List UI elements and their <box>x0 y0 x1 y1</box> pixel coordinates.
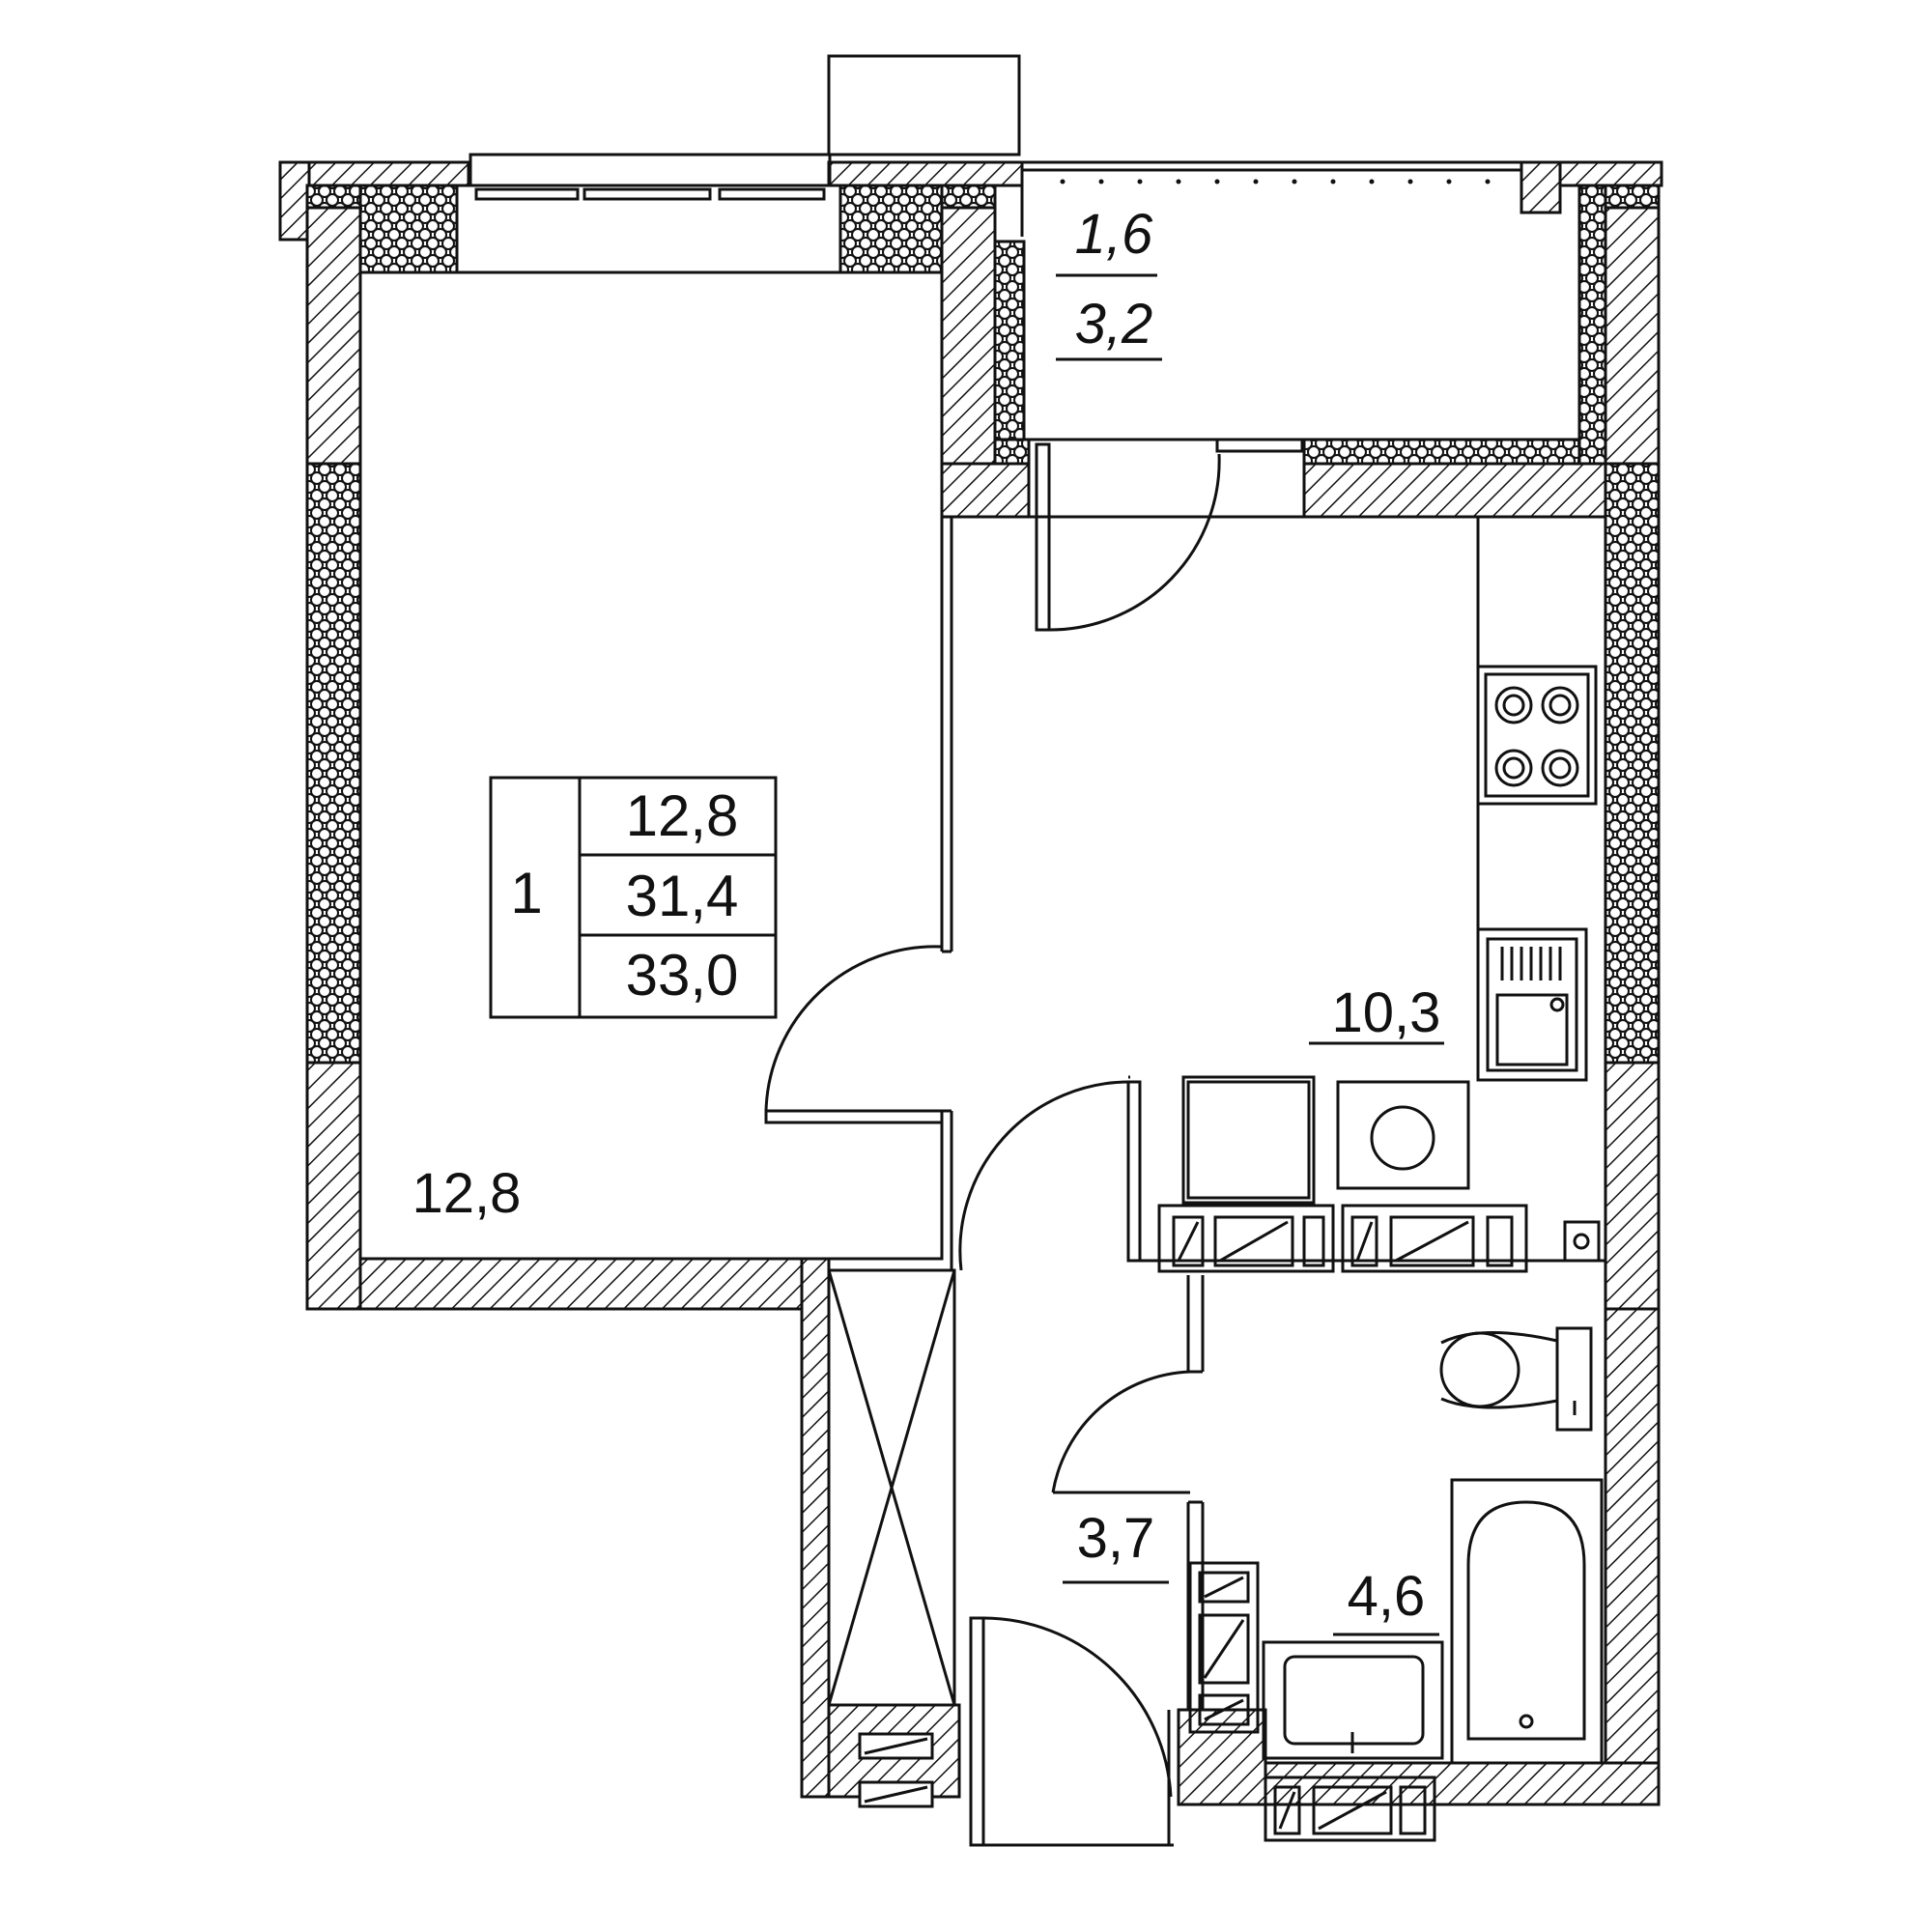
kitchen-sink <box>1476 927 1588 1082</box>
kitchen-door <box>958 1080 1142 1271</box>
living-room-area-label: 12,8 <box>412 1162 522 1225</box>
wash-basin <box>1262 1640 1444 1760</box>
structural-walls <box>278 160 1663 1806</box>
radiators-kitchen <box>1157 1204 1601 1273</box>
balcony-area-full-label: 3,2 <box>1075 293 1153 355</box>
bathroom-area-label: 4,6 <box>1348 1565 1426 1628</box>
bathtub <box>1450 1478 1604 1765</box>
entrance-door <box>969 1616 1173 1847</box>
insulation <box>305 184 1661 1065</box>
radiators-bathroom <box>1188 1561 1436 1842</box>
living-room-door <box>764 945 944 1124</box>
kitchen-area-label: 10,3 <box>1332 981 1441 1044</box>
total-area-with-balcony: 33,0 <box>626 943 739 1008</box>
hallway-area-label: 3,7 <box>1077 1507 1155 1570</box>
bathroom-door <box>1051 1370 1191 1494</box>
washing-machine <box>1336 1080 1470 1190</box>
window-vent-box <box>827 54 1021 156</box>
window-living-room <box>469 153 832 201</box>
total-area: 31,4 <box>626 864 739 928</box>
balcony-glazing <box>1020 160 1521 237</box>
balcony-area-label: 1,6 <box>1075 203 1153 266</box>
stove <box>1476 665 1598 806</box>
rooms-count: 1 <box>510 861 542 925</box>
fridge <box>1181 1075 1316 1205</box>
balcony-glazing-dots <box>1060 179 1491 185</box>
apartment-summary-table: 1 12,8 31,4 33,0 <box>489 776 778 1019</box>
toilet <box>1439 1326 1593 1432</box>
balcony-door <box>1029 438 1304 632</box>
ventilation-shaft <box>827 1268 956 1808</box>
living-area-total: 12,8 <box>626 783 739 848</box>
